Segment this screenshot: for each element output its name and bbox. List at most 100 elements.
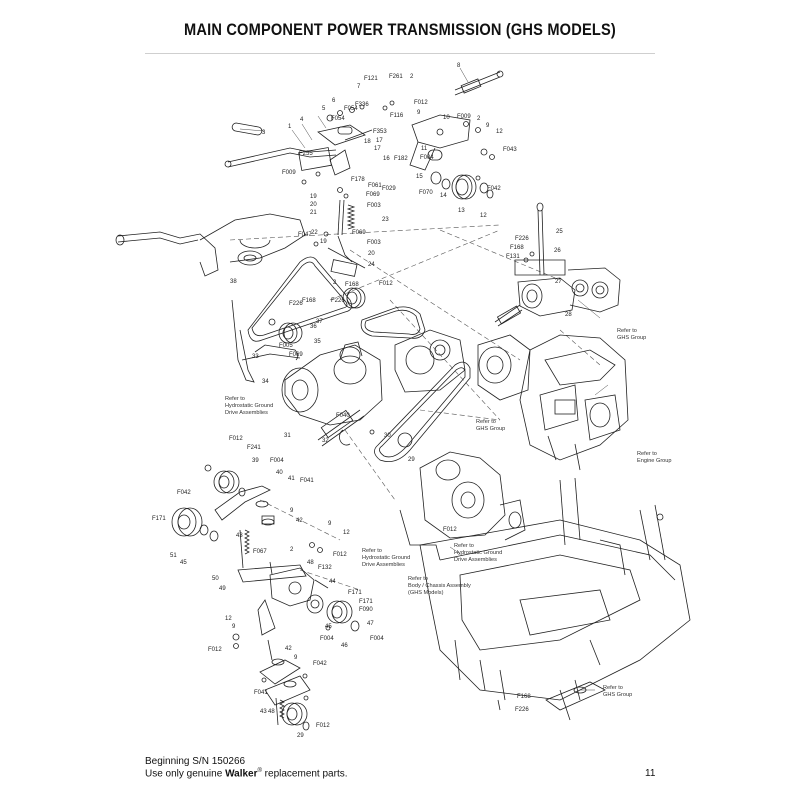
callout-F004-d: F004 <box>370 636 384 642</box>
callout-F226-d: F226 <box>515 707 529 713</box>
callout-F168-d: F168 <box>517 694 531 700</box>
callout-45-b: 45 <box>325 624 332 630</box>
callout-43: 43 <box>236 533 243 539</box>
idler-assembly-lower <box>171 464 323 583</box>
callout-F121: F121 <box>364 76 378 82</box>
callout-19-b: 19 <box>320 239 327 245</box>
callout-12-c: 12 <box>343 530 350 536</box>
ref-ghs-group-2: Refer to GHS Group <box>476 419 505 432</box>
hub-housing <box>477 334 531 401</box>
callout-F132: F132 <box>318 565 332 571</box>
callout-22: 22 <box>311 230 318 236</box>
ref-body-chassis: Refer to Body / Chassis Assembly (GHS Mo… <box>408 576 472 596</box>
footer-suffix: replacement parts. <box>261 768 348 780</box>
callout-F069-b: F069 <box>352 230 366 236</box>
callout-F168-c: F168 <box>302 298 316 304</box>
callout-12-b: 12 <box>480 213 487 219</box>
callout-23: 23 <box>382 217 389 223</box>
belt-29 <box>374 361 471 463</box>
callout-F090: F090 <box>359 607 373 613</box>
callout-F067: F067 <box>253 549 267 555</box>
callout-F241: F241 <box>247 445 261 451</box>
callout-43-b: 43 <box>260 709 267 715</box>
callout-31: 31 <box>284 433 291 439</box>
ref-hydrostatic-1: Refer to Hydrostatic Ground Drive Assemb… <box>225 396 275 416</box>
footer-serial: Beginning S/N 150266 <box>145 756 246 767</box>
callout-28: 28 <box>565 312 572 318</box>
callout-18: 18 <box>364 139 371 145</box>
ref-hydrostatic-3: Refer to Hydrostatic Ground Drive Assemb… <box>454 543 504 563</box>
callout-19: 19 <box>310 194 317 200</box>
callout-35: 35 <box>314 339 321 345</box>
belt-34 <box>231 299 301 383</box>
callout-7: 7 <box>357 84 361 90</box>
callout-F070: F070 <box>419 190 433 196</box>
arm-assembly-49 <box>257 561 360 661</box>
callout-F171: F171 <box>152 516 166 522</box>
callout-F336: F336 <box>355 102 369 108</box>
callout-F116: F116 <box>390 113 404 119</box>
callout-F168-b: F168 <box>345 282 359 288</box>
callout-32: 32 <box>322 438 329 444</box>
callout-15: 15 <box>416 174 423 180</box>
callout-47: 47 <box>367 621 374 627</box>
callout-17: 17 <box>376 138 383 144</box>
callout-49: 49 <box>219 586 226 592</box>
idler-bracket <box>409 114 495 200</box>
rod-8 <box>454 70 504 96</box>
callout-F005: F005 <box>279 343 293 349</box>
drive-shaft <box>317 409 375 447</box>
callout-5: 5 <box>322 106 326 112</box>
callout-10: 10 <box>443 115 450 121</box>
callout-9: 9 <box>417 110 421 116</box>
callout-F054-b: F054 <box>331 116 345 122</box>
footer-prefix: Use only genuine <box>145 768 226 780</box>
left-frame-bracket <box>115 213 306 277</box>
callout-F009: F009 <box>457 114 471 120</box>
callout-9-d: 9 <box>328 521 332 527</box>
callout-4: 4 <box>300 117 304 123</box>
callout-25: 25 <box>556 229 563 235</box>
page-number: 11 <box>645 768 656 779</box>
ref-hydrostatic-2: Refer to Hydrostatic Ground Drive Assemb… <box>362 548 412 568</box>
callout-F178: F178 <box>351 177 365 183</box>
callout-39: 39 <box>252 458 259 464</box>
callout-36: 36 <box>310 324 317 330</box>
callout-F131: F131 <box>506 254 520 260</box>
callout-F171-c: F171 <box>359 599 373 605</box>
chassis-frame <box>419 477 691 721</box>
callout-1: 1 <box>288 124 292 130</box>
callout-48: 48 <box>307 560 314 566</box>
reference-notes: Refer to GHS Group Refer to Hydrostatic … <box>225 328 672 698</box>
callout-F040: F040 <box>336 413 350 419</box>
callout-27: 27 <box>555 279 562 285</box>
callout-14: 14 <box>440 193 447 199</box>
callout-9-f: 9 <box>294 655 298 661</box>
callout-F042-c: F042 <box>313 661 327 667</box>
callout-F003-b: F003 <box>367 240 381 246</box>
callout-33: 33 <box>252 354 259 360</box>
callout-F043: F043 <box>503 147 517 153</box>
v-belt-38 <box>247 256 353 342</box>
engine <box>519 334 629 471</box>
callout-6: 6 <box>332 98 336 104</box>
callout-29: 29 <box>408 457 415 463</box>
belt-35 <box>360 306 426 339</box>
callout-45: 45 <box>180 560 187 566</box>
callout-3: 3 <box>262 130 266 136</box>
callout-12: 12 <box>496 129 503 135</box>
idler-assembly-bottom <box>232 633 311 731</box>
pulleys-center <box>268 287 366 344</box>
callout-F226: F226 <box>515 236 529 242</box>
callout-F012-f: F012 <box>316 723 330 729</box>
callout-30: 30 <box>384 433 391 439</box>
callout-40: 40 <box>276 470 283 476</box>
callout-20: 20 <box>310 202 317 208</box>
callout-F168: F168 <box>510 245 524 251</box>
callout-F042-b: F042 <box>177 490 191 496</box>
callout-9-c: 9 <box>290 508 294 514</box>
callout-F004-b: F004 <box>270 458 284 464</box>
callout-F004: F004 <box>420 155 434 161</box>
callout-F003: F003 <box>367 203 381 209</box>
